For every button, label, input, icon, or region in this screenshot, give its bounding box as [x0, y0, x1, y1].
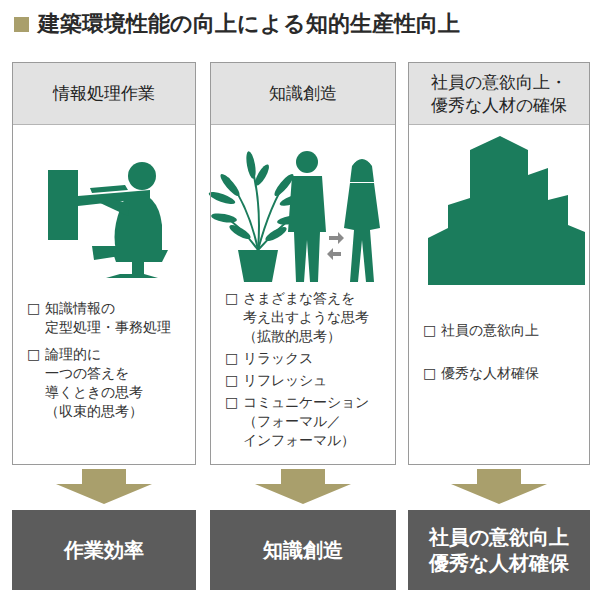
worker-arm	[98, 195, 130, 216]
checklist-item: □ コミュニケーション （フォーマル／インフォーマル）	[225, 393, 379, 450]
category-panel: 社員の意欲向上・ 優秀な人材の確保 □ 社員の意欲向上 □ 優秀な人材確保	[408, 62, 590, 465]
building-skyline	[428, 136, 585, 285]
panel-heading: 知識創造	[211, 63, 395, 125]
diagram-title: 建築環境性能の向上による知的生産性向上	[38, 9, 460, 39]
desk-block	[48, 170, 78, 240]
result-label: 作業効率	[56, 533, 152, 567]
checklist-item: □ 知識情報の 定型処理・事務処理	[27, 299, 181, 337]
category-panel: 情報処理作業 □ 知識情報の 定型処理・事務処理 □ 論理的に 一つの答えを 導くと…	[12, 62, 196, 465]
checklist-item: □ リフレッシュ	[225, 371, 379, 390]
result-label: 社員の意欲向上 優秀な人材確保	[408, 520, 590, 580]
flow-arrow	[451, 469, 547, 504]
panel-heading: 社員の意欲向上・ 優秀な人材の確保	[409, 63, 589, 125]
flow-arrow	[255, 469, 351, 504]
category-panel: 知識創造 □ さまざまな答えを 考え出すような思考 （拡散的思考） □ リラックス □…	[210, 62, 396, 465]
checklist-item: □ リラックス	[225, 349, 379, 368]
exchange-arrows	[327, 232, 344, 260]
result-box: 知識創造	[210, 510, 396, 590]
office-chair	[106, 250, 168, 278]
office-worker-icon	[48, 162, 168, 278]
people-icon	[288, 151, 380, 282]
panel-heading: 情報処理作業	[13, 63, 195, 125]
result-box: 作業効率	[12, 510, 196, 590]
result-label: 知識創造	[255, 533, 351, 567]
title-marker	[14, 17, 29, 32]
checklist-item: □ 優秀な人材確保	[423, 364, 577, 383]
flow-arrow	[56, 469, 152, 504]
keyboard	[90, 185, 128, 193]
worker-head	[128, 162, 156, 190]
result-box: 社員の意欲向上 優秀な人材確保	[408, 510, 590, 590]
worker-body	[115, 192, 163, 250]
checklist-item: □ 論理的に 一つの答えを 導くときの思考 （収束的思考）	[27, 345, 181, 421]
checklist-item: □ 社員の意欲向上	[423, 321, 577, 340]
checklist-item: □ さまざまな答えを 考え出すような思考 （拡散的思考）	[225, 289, 379, 346]
